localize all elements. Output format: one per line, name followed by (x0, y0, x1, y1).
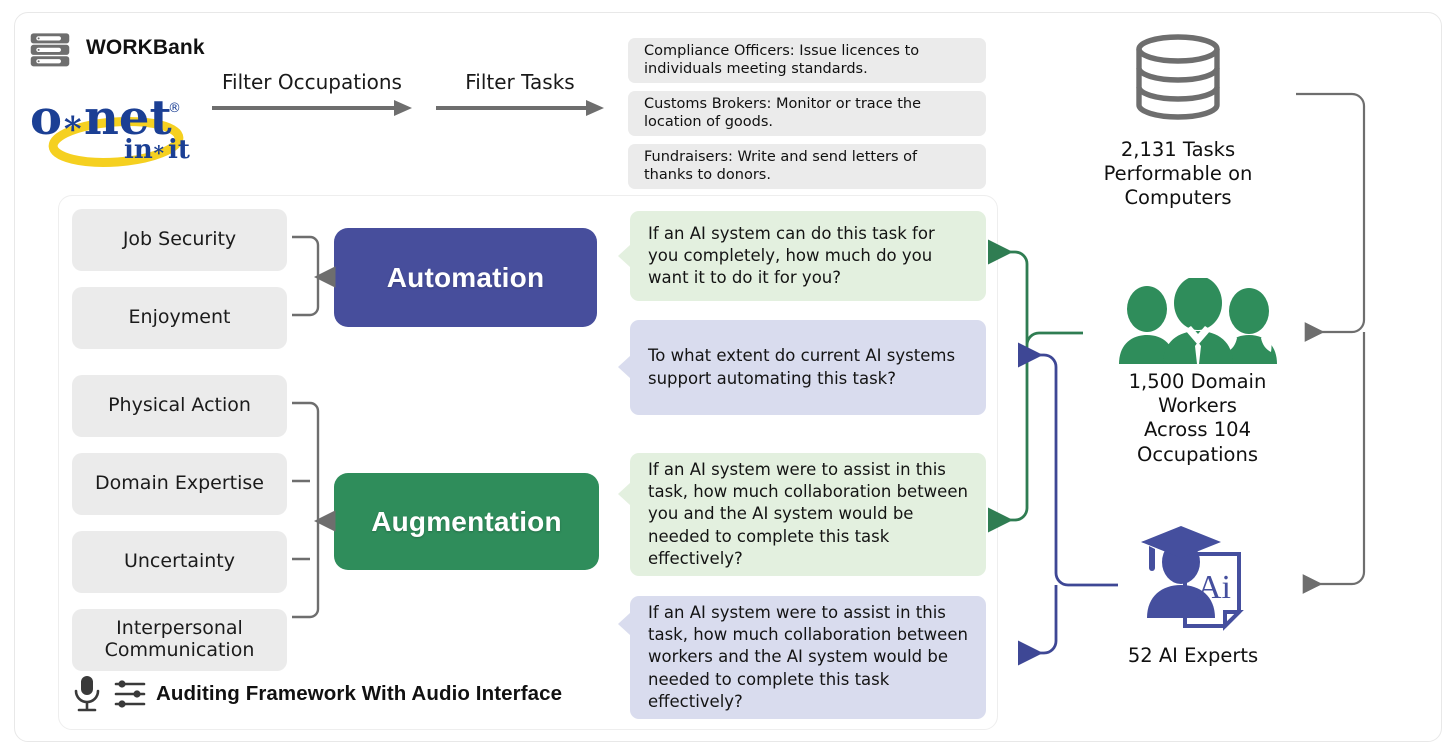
brand-row: WORKBank (28, 26, 205, 70)
question-bubble-expert-automation: To what extent do current AI systems sup… (630, 320, 986, 415)
entity-ai-experts: Ai 52 AI Experts (1100, 518, 1286, 668)
question-text: To what extent do current AI systems sup… (648, 346, 956, 388)
question-text: If an AI system were to assist in this t… (648, 460, 968, 568)
dimension-label: Interpersonal Communication (104, 617, 255, 661)
entity-caption: 2,131 Tasks Performable on Computers (1103, 138, 1253, 210)
dimension-label: Domain Expertise (95, 472, 264, 495)
dimension-label: Job Security (122, 228, 237, 251)
filter-tasks-group: Filter Tasks (436, 70, 604, 116)
task-example-box: Compliance Officers: Issue licences to i… (628, 38, 986, 83)
dimension-chip-domain-expertise[interactable]: Domain Expertise (72, 453, 287, 515)
svg-text:it: it (168, 135, 190, 165)
category-label: Augmentation (371, 505, 562, 537)
audio-interface-label: Auditing Framework With Audio Interface (156, 682, 563, 705)
graduate-with-ai-document-icon: Ai (1141, 526, 1244, 631)
svg-text:∗: ∗ (152, 137, 166, 161)
server-stack-icon (30, 33, 70, 67)
ai-badge-text: Ai (1197, 569, 1231, 606)
filter-occupations-group: Filter Occupations (212, 70, 412, 116)
task-example-box: Customs Brokers: Monitor or trace the lo… (628, 91, 986, 136)
svg-text:∗: ∗ (61, 103, 85, 143)
task-example-text: Fundraisers: Write and send letters of t… (644, 149, 918, 183)
dimension-chip-physical-action[interactable]: Physical Action (72, 375, 287, 437)
question-text: If an AI system can do this task for you… (648, 223, 935, 288)
microphone-icon[interactable] (70, 674, 104, 714)
dimension-chip-interpersonal-communication[interactable]: Interpersonal Communication (72, 609, 287, 671)
dimension-chip-uncertainty[interactable]: Uncertainty (72, 531, 287, 593)
onet-logo-main: o (30, 90, 62, 146)
audio-interface-row: Auditing Framework With Audio Interface (70, 674, 562, 714)
bubble-tail (618, 245, 630, 267)
svg-text:®: ® (168, 101, 181, 116)
question-bubble-expert-augmentation: If an AI system were to assist in this t… (630, 596, 986, 719)
bubble-tail (618, 356, 630, 378)
question-text: If an AI system were to assist in this t… (648, 603, 968, 711)
filter-occupations-label: Filter Occupations (222, 70, 402, 94)
dimension-label: Physical Action (108, 394, 251, 417)
entity-caption: 52 AI Experts (1127, 644, 1259, 667)
bubble-tail (618, 483, 630, 505)
dimension-label: Enjoyment (128, 306, 231, 329)
dimension-label: Uncertainty (123, 550, 235, 573)
entity-domain-workers: 1,500 Domain Workers Across 104 Occupati… (1090, 278, 1305, 467)
bubble-tail (618, 613, 630, 635)
svg-text:net: net (84, 90, 172, 146)
category-box-augmentation[interactable]: Augmentation (334, 473, 599, 570)
sliders-icon[interactable] (114, 677, 146, 711)
svg-text:in: in (124, 135, 153, 165)
entity-caption: 1,500 Domain Workers Across 104 Occupati… (1128, 370, 1267, 466)
outer-frame (14, 12, 1442, 742)
right-arrow-icon (212, 100, 412, 116)
database-cylinder-icon (1136, 34, 1220, 120)
onet-logo: o ∗ net ® in ∗ it (30, 90, 190, 167)
category-label: Automation (386, 261, 545, 293)
entity-task-database: 2,131 Tasks Performable on Computers (1078, 32, 1278, 211)
task-example-text: Compliance Officers: Issue licences to i… (644, 43, 920, 77)
category-box-automation[interactable]: Automation (334, 228, 597, 327)
right-arrow-icon (436, 100, 604, 116)
question-bubble-worker-automation: If an AI system can do this task for you… (630, 211, 986, 301)
question-bubble-worker-augmentation: If an AI system were to assist in this t… (630, 453, 986, 576)
filter-tasks-label: Filter Tasks (465, 70, 575, 94)
brand-title: WORKBank (86, 36, 205, 59)
dimension-chip-enjoyment[interactable]: Enjoyment (72, 287, 287, 349)
task-example-box: Fundraisers: Write and send letters of t… (628, 144, 986, 189)
dimension-chip-job-security[interactable]: Job Security (72, 209, 287, 271)
three-people-icon (1118, 278, 1277, 364)
task-example-text: Customs Brokers: Monitor or trace the lo… (644, 96, 921, 130)
